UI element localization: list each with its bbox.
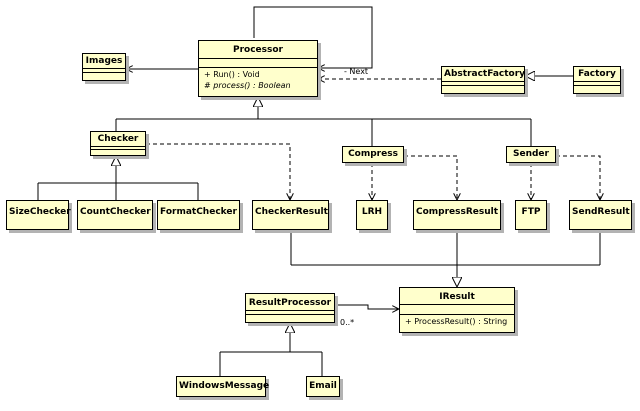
images-operation-compartment (83, 72, 125, 76)
images-attribute-compartment (83, 68, 125, 72)
resultprocessor-class[interactable]: ResultProcessor (245, 293, 335, 323)
ftp-class[interactable]: FTP (515, 200, 547, 230)
checker-class-name: Checker (97, 134, 139, 144)
sender-sendresult-dependency (556, 155, 600, 200)
sender-class-name: Sender (513, 149, 549, 159)
processor-operation-compartment: + Run() : Void # process() : Boolean (199, 67, 317, 91)
checker-attribute-compartment (91, 146, 145, 149)
processor-operation-run: + Run() : Void (204, 70, 260, 79)
processor-attribute-compartment (199, 58, 317, 67)
sendresult-class-name: SendResult (572, 207, 630, 217)
countchecker-class[interactable]: CountChecker (77, 200, 153, 230)
compressresult-class-name: CompressResult (416, 207, 499, 217)
lrh-class[interactable]: LRH (356, 200, 388, 230)
iresult-class[interactable]: IResult + ProcessResult() : String (399, 287, 515, 333)
multiplicity-label: 0..* (340, 318, 355, 327)
iresult-attribute-compartment (400, 304, 514, 314)
sender-class[interactable]: Sender (506, 146, 556, 163)
iresult-class-name: IResult (439, 292, 475, 302)
images-class-name: Images (85, 56, 123, 66)
abstractfactory-operation-compartment (442, 85, 524, 89)
resultprocessor-iresult-association (335, 304, 399, 309)
resultprocessor-attribute-compartment (246, 310, 334, 314)
next-role-label: - Next (344, 67, 369, 76)
iresult-operation-compartment: + ProcessResult() : String (400, 314, 514, 327)
factory-attribute-compartment (574, 81, 620, 85)
formatchecker-class-name: FormatChecker (160, 207, 237, 217)
resultprocessor-operation-compartment (246, 314, 334, 318)
lrh-class-name: LRH (361, 207, 383, 217)
checkerresult-class[interactable]: CheckerResult (252, 200, 329, 230)
factory-class[interactable]: Factory (573, 66, 621, 94)
factory-class-name: Factory (578, 69, 616, 79)
resultprocessor-class-name: ResultProcessor (248, 298, 332, 308)
sendresult-class[interactable]: SendResult (569, 200, 632, 230)
images-class[interactable]: Images (82, 53, 126, 81)
checker-checkerresult-dependency (146, 143, 290, 200)
formatchecker-class[interactable]: FormatChecker (157, 200, 240, 230)
sizechecker-class[interactable]: SizeChecker (6, 200, 71, 230)
processor-class-name: Processor (233, 45, 283, 55)
windowsmessage-class[interactable]: WindowsMessage (176, 376, 270, 397)
compress-class[interactable]: Compress (342, 146, 404, 163)
windowsmessage-class-name: WindowsMessage (179, 381, 270, 391)
abstractfactory-class-name: AbstractFactory (444, 69, 526, 79)
email-class[interactable]: Email (306, 376, 340, 397)
abstractfactory-attribute-compartment (442, 81, 524, 85)
processor-operation-process: # process() : Boolean (204, 81, 291, 90)
abstractfactory-class[interactable]: AbstractFactory (441, 66, 525, 94)
sizechecker-class-name: SizeChecker (9, 207, 71, 217)
countchecker-class-name: CountChecker (80, 207, 151, 217)
checkerresult-class-name: CheckerResult (255, 207, 328, 217)
processor-class[interactable]: Processor + Run() : Void # process() : B… (198, 40, 318, 97)
checker-operation-compartment (91, 149, 145, 152)
iresult-operation-processresult: + ProcessResult() : String (405, 317, 508, 326)
checker-class[interactable]: Checker (90, 131, 146, 156)
compress-class-name: Compress (348, 149, 398, 159)
compressresult-class[interactable]: CompressResult (413, 200, 501, 230)
ftp-class-name: FTP (521, 207, 541, 217)
compress-compressresult-dependency (404, 155, 457, 200)
processor-next-association (253, 6, 373, 68)
factory-operation-compartment (574, 85, 620, 89)
email-class-name: Email (309, 381, 337, 391)
